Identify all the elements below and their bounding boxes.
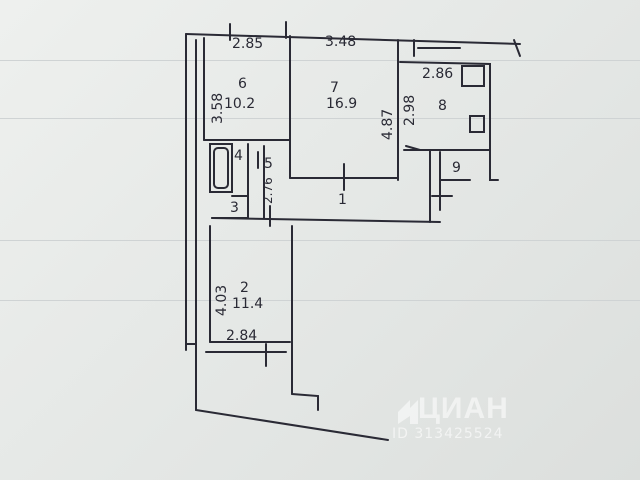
room-7-length: 4.87: [380, 109, 396, 140]
background-rule: [0, 300, 640, 301]
room-6-width: 2.85: [232, 36, 263, 52]
room-8-width: 2.86: [422, 66, 453, 82]
room-8-length: 2.98: [402, 95, 418, 126]
room-3-length: 2.76: [261, 177, 275, 204]
room-2-area: 11.4: [232, 296, 263, 312]
outer-wall-bottom-slant: [195, 409, 389, 441]
room-1-id: 1: [338, 192, 347, 208]
room-7-id: 7: [330, 80, 339, 96]
room-6-id: 6: [238, 76, 247, 92]
room-9-id: 9: [452, 160, 461, 176]
watermark-id: ID 313425524: [392, 426, 504, 442]
room-5-id: 5: [264, 156, 273, 172]
background-rule: [0, 240, 640, 241]
room-6-area: 10.2: [224, 96, 255, 112]
room-4-id: 4: [234, 148, 243, 164]
room-2-id: 2: [240, 280, 249, 296]
background-rule: [0, 118, 640, 119]
room-7-width: 3.48: [325, 34, 356, 50]
room-2-length: 4.03: [214, 285, 230, 316]
room-6-length: 3.58: [210, 93, 226, 124]
watermark-brand: ЦИАН: [418, 392, 509, 425]
cian-logo-icon: [398, 400, 418, 424]
room-8-id: 8: [438, 98, 447, 114]
room-7-area: 16.9: [326, 96, 357, 112]
outer-wall-top: [185, 33, 521, 45]
background-rule: [0, 60, 640, 61]
room-3-id: 3: [230, 200, 239, 216]
room-2-width: 2.84: [226, 328, 257, 344]
